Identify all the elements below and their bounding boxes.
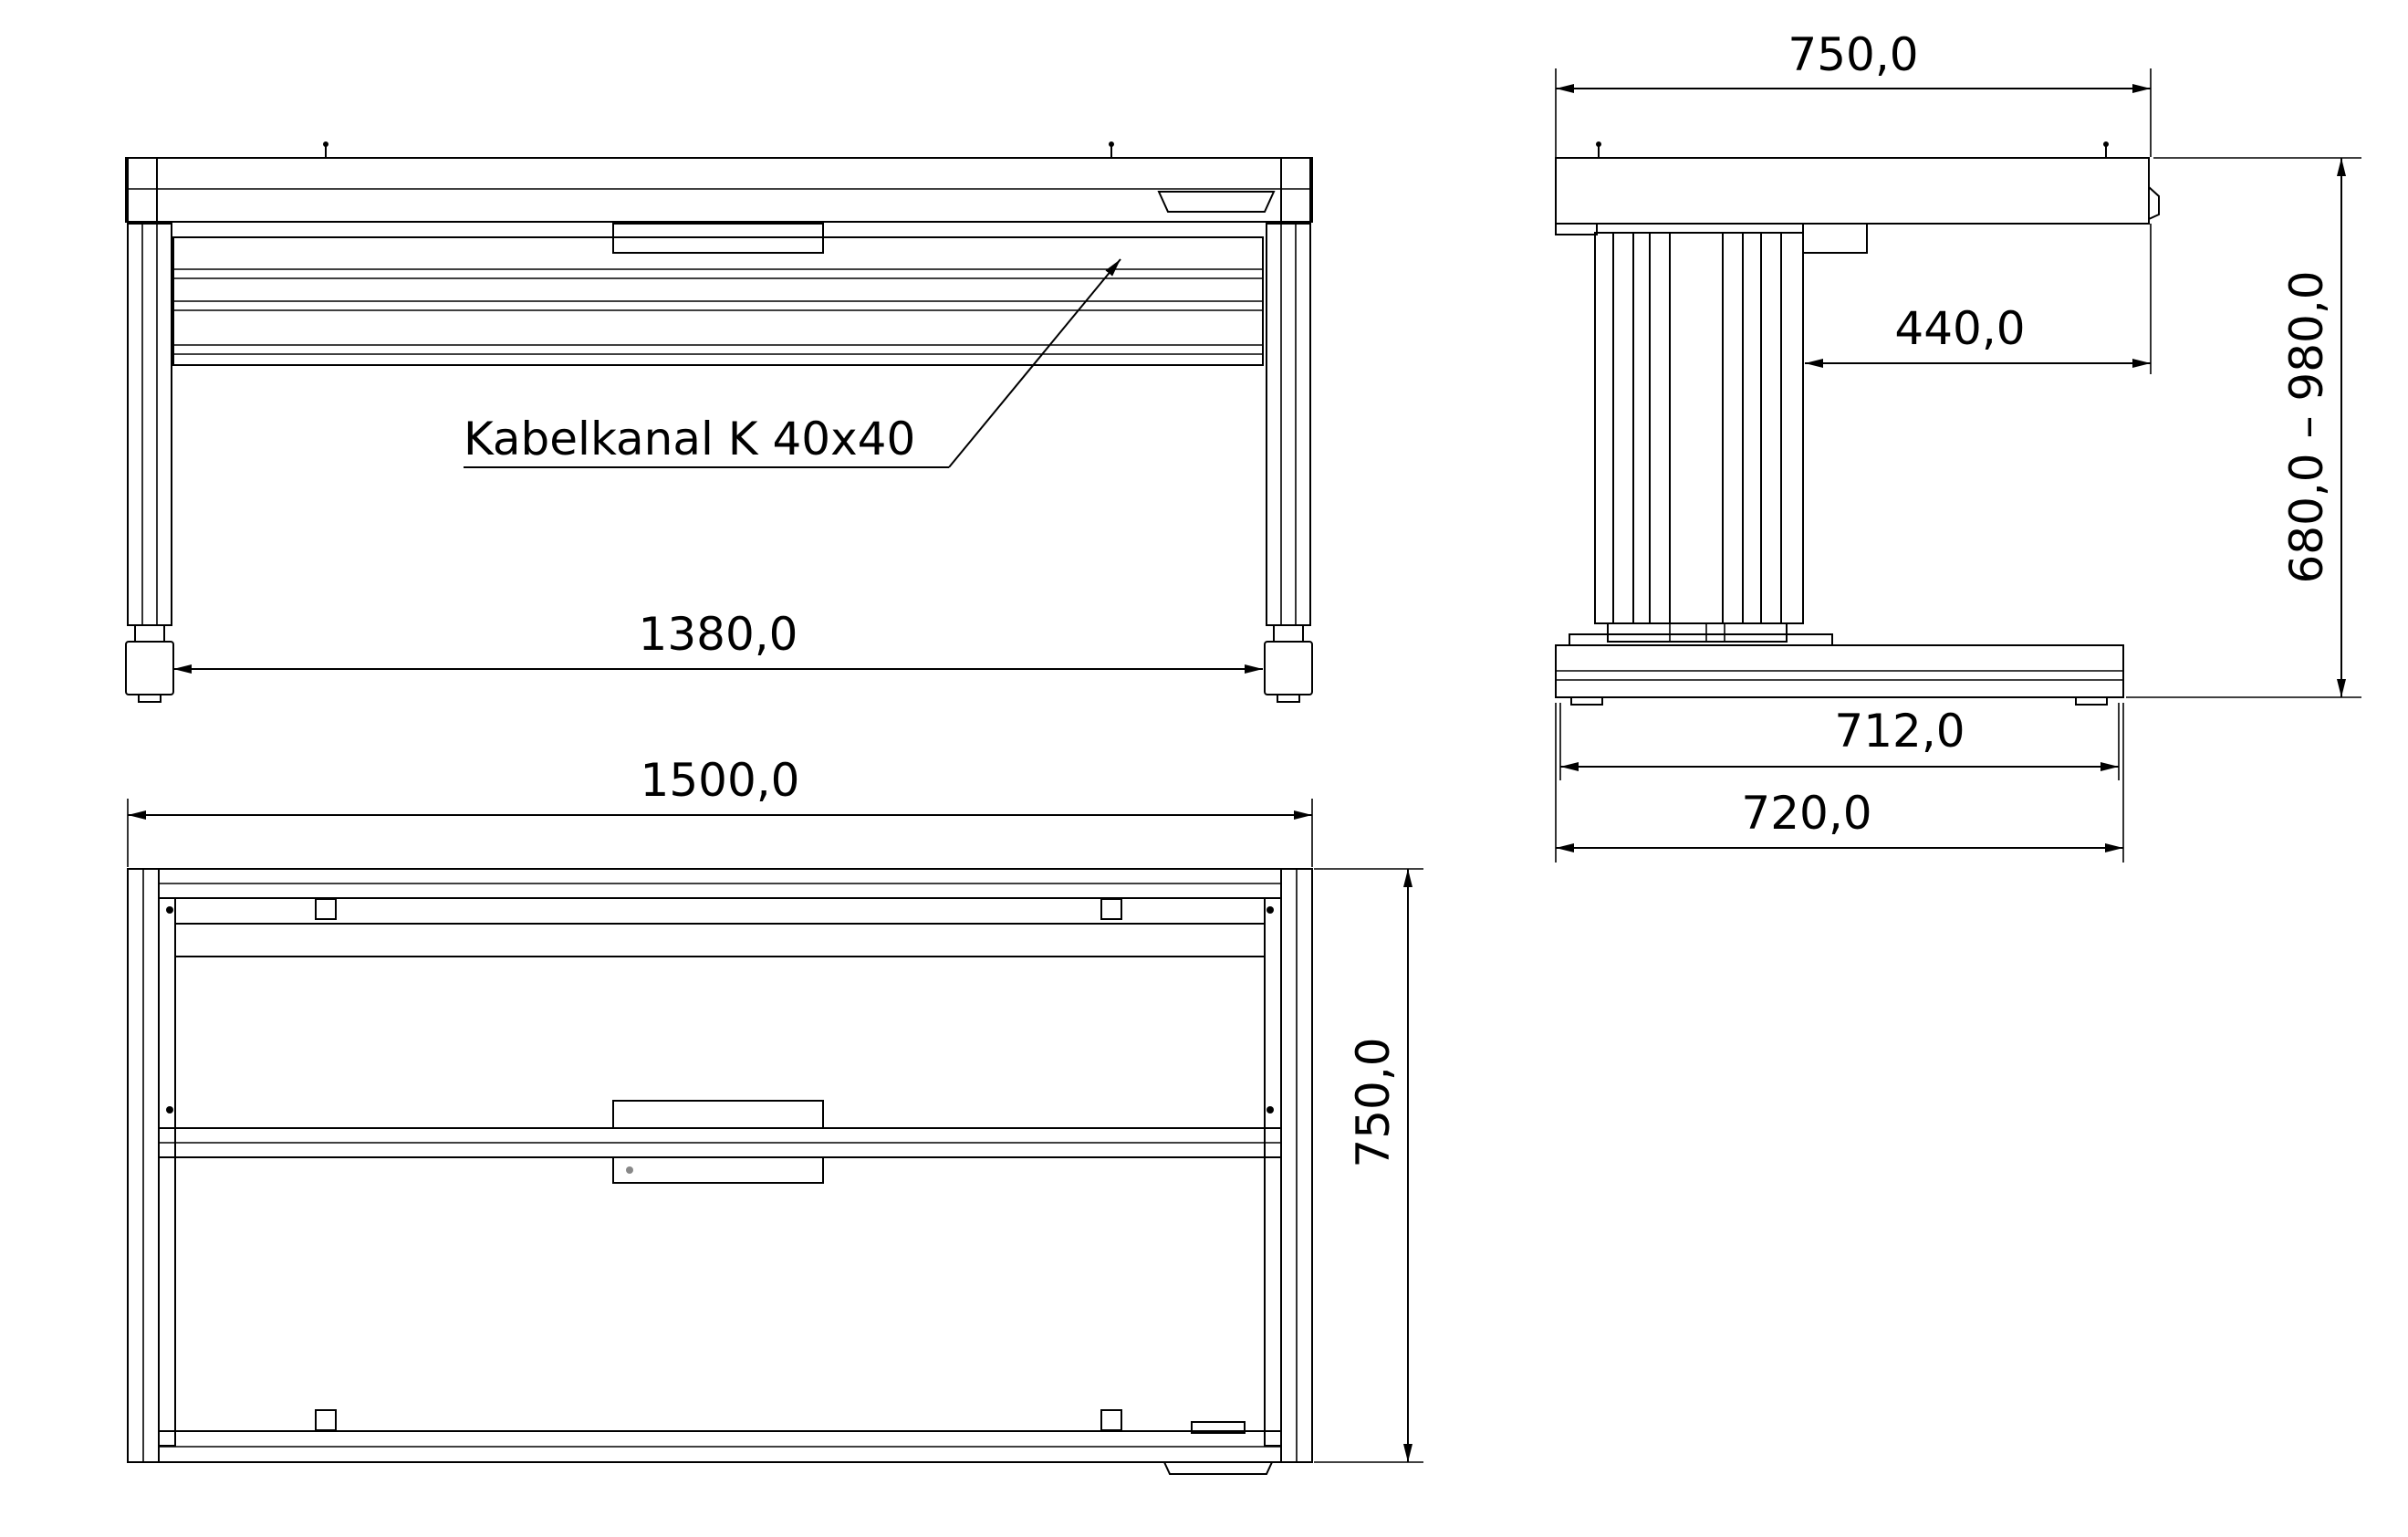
dim-1500: 1500,0 (641, 754, 800, 807)
top-view: 1500,0 (127, 754, 1423, 1475)
dim-750-side: 750,0 (1788, 28, 1918, 81)
front-view: Kabelkanal K 40x40 1380,0 (125, 141, 1313, 703)
dim-750-top-view: 750,0 (1347, 1037, 1400, 1167)
dim-height-range: 680,0 – 980,0 (2280, 270, 2333, 583)
dim-720: 720,0 (1741, 787, 1871, 840)
side-view: 750,0 440,0 6 (1555, 28, 2361, 863)
dim-440: 440,0 (1894, 302, 2025, 355)
dim-712: 712,0 (1834, 705, 1965, 758)
dim-1380: 1380,0 (639, 608, 798, 661)
cable-channel-label: Kabelkanal K 40x40 (464, 413, 915, 465)
